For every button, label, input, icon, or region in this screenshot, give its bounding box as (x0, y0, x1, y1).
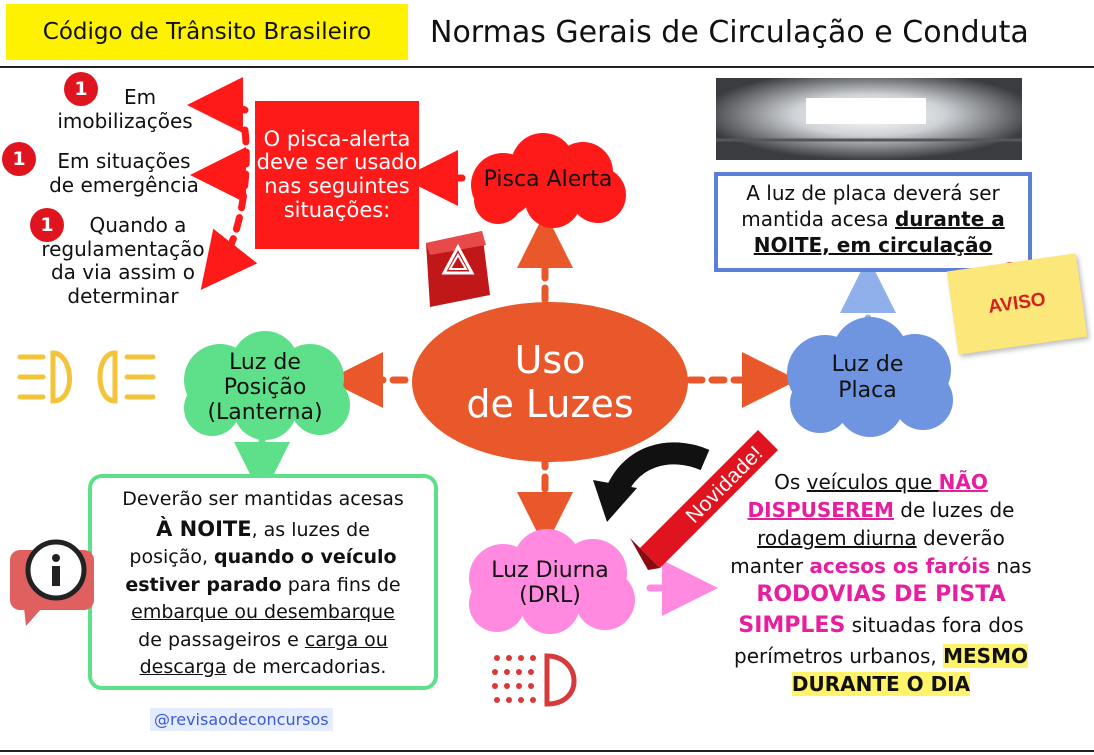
hazard-button-icon (426, 231, 490, 307)
license-plate-photo (716, 78, 1022, 160)
item-badge: 1 (30, 208, 64, 242)
curved-black-arrow (593, 442, 710, 522)
pisca-item-1: Em imobilizações (57, 85, 193, 133)
drl-cloud (469, 529, 635, 634)
drl-cloud-label: Luz Diurna (DRL) (491, 557, 609, 608)
header-right-title: Normas Gerais de Circulação e Conduta (430, 14, 1029, 50)
drl-description: Os veículos que NÃO DISPUSEREM de luzes … (730, 470, 1032, 696)
author-handle: @revisaodeconcursos (150, 708, 333, 731)
pisca-item-3: Quando a regulamentação da via assim o d… (41, 213, 205, 308)
drl-lamp-icon (492, 653, 577, 707)
posicao-description-box: Deverão ser mantidas acesas À NOITE, as … (88, 474, 438, 690)
posicao-cloud (184, 331, 350, 440)
pisca-usage-box: O pisca-alerta deve ser usado nas seguin… (255, 101, 419, 249)
pisca-cloud-label: Pisca Alerta (483, 167, 613, 193)
arrow-item-1 (187, 77, 249, 134)
pisca-cloud (471, 133, 626, 228)
placa-cloud-label: Luz de Placa (831, 352, 904, 403)
novidade-ribbon (630, 430, 778, 570)
item-badge: 1 (2, 142, 36, 176)
info-icon (10, 539, 94, 626)
item-badge: 1 (64, 72, 98, 106)
top-divider (0, 66, 1094, 68)
arrow-item-3 (200, 126, 258, 291)
bottom-divider (0, 750, 1094, 752)
pisca-item-2: Em situações de emergência (49, 149, 199, 197)
center-ellipse (412, 302, 688, 462)
position-lamp-icon (17, 350, 156, 404)
posicao-cloud-label: Luz de Posição (Lanterna) (207, 349, 323, 426)
center-title: Uso de Luzes (466, 337, 634, 426)
placa-description-box: A luz de placa deverá ser mantida acesa … (714, 172, 1032, 272)
notice-sticky-note: AVISO (946, 253, 1088, 355)
header-left-title: Código de Trânsito Brasileiro (6, 4, 408, 60)
placa-cloud (787, 317, 953, 437)
